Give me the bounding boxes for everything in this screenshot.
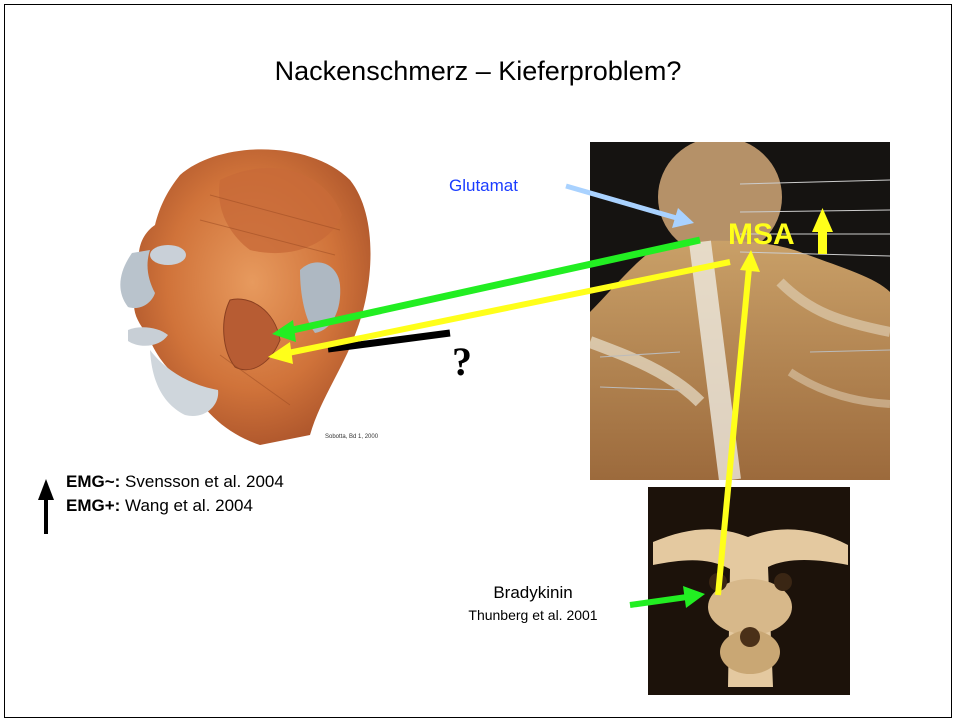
glutamat-arrow <box>566 186 694 228</box>
yellow-arrow-to-msa <box>718 250 760 595</box>
green-arrow-to-vertebra <box>630 586 705 608</box>
up-arrow-icon <box>812 208 833 254</box>
green-arrow-to-jaw <box>272 240 700 342</box>
up-arrow-icon <box>38 479 54 534</box>
